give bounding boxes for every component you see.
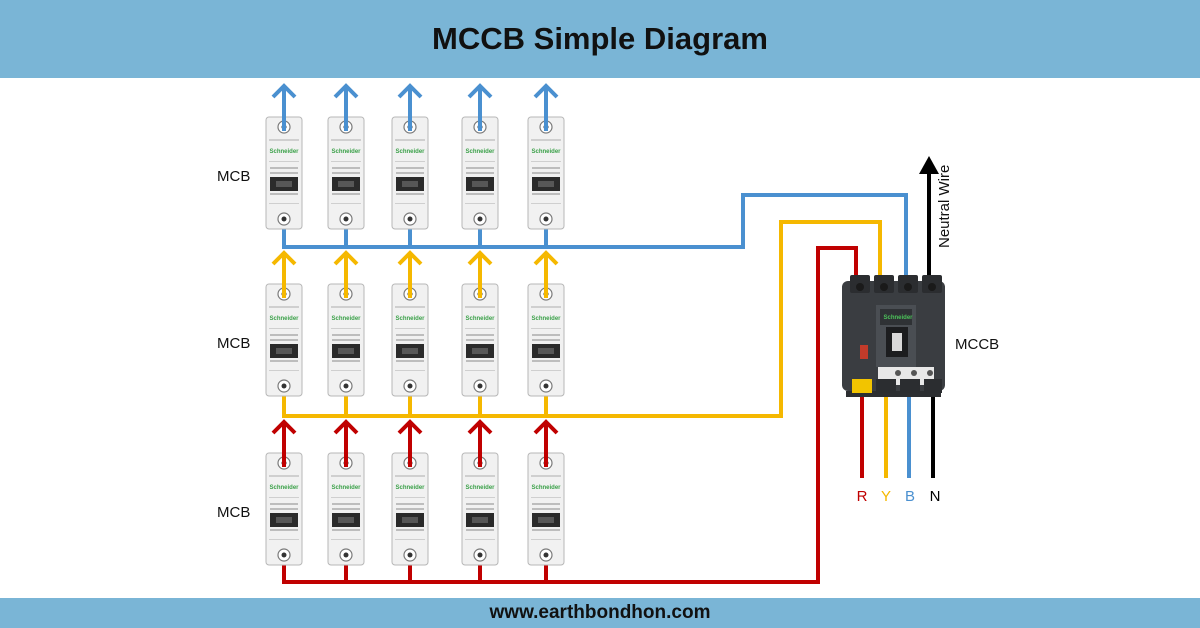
- mcb-body: [327, 452, 365, 566]
- website-url: www.earthbondhon.com: [489, 602, 711, 623]
- phase-label-n: N: [930, 488, 941, 505]
- mcb-label-row3: MCB: [217, 504, 250, 521]
- page-title: MCCB Simple Diagram: [432, 21, 768, 56]
- up-arrow-icon: [333, 419, 359, 435]
- phase-label-b: B: [905, 488, 915, 505]
- footer-band: www.earthbondhon.com: [0, 598, 1200, 628]
- mcb-brand-logo: Schneider: [465, 149, 495, 155]
- mcb-breaker-r1-c5: Schneider: [527, 83, 565, 230]
- up-arrow-icon: [467, 250, 493, 266]
- mcb-brand-logo: Schneider: [331, 485, 361, 491]
- mcb-body: [265, 452, 303, 566]
- mcb-brand-logo: Schneider: [395, 149, 425, 155]
- mcb-body: [265, 283, 303, 397]
- mccb-label: MCCB: [955, 336, 999, 353]
- mcb-body: [527, 116, 565, 230]
- bus-wiring: [282, 172, 935, 584]
- mcb-breaker-r2-c1: Schneider: [265, 250, 303, 397]
- mcb-breaker-r2-c3: Schneider: [391, 250, 429, 397]
- up-arrow-icon: [467, 419, 493, 435]
- up-arrow-icon: [397, 83, 423, 99]
- neutral-arrow-icon: [919, 156, 939, 174]
- mcb-body: [527, 452, 565, 566]
- mcb-breaker-r1-c3: Schneider: [391, 83, 429, 230]
- mcb-body: [461, 116, 499, 230]
- mcb-brand-logo: Schneider: [531, 316, 561, 322]
- mcb-breaker-r1-c1: Schneider: [265, 83, 303, 230]
- mcb-brand-logo: Schneider: [531, 485, 561, 491]
- up-arrow-icon: [271, 250, 297, 266]
- mcb-brand-logo: Schneider: [269, 316, 299, 322]
- mcb-body: [391, 116, 429, 230]
- up-arrow-icon: [271, 83, 297, 99]
- mcb-body: [327, 116, 365, 230]
- up-arrow-icon: [533, 250, 559, 266]
- mcb-breaker-r3-c1: Schneider: [265, 419, 303, 566]
- mcb-body: [327, 283, 365, 397]
- up-arrow-icon: [533, 419, 559, 435]
- header-band: MCCB Simple Diagram: [0, 0, 1200, 78]
- mcb-label-row1: MCB: [217, 168, 250, 185]
- mcb-body: [461, 283, 499, 397]
- up-arrow-icon: [397, 250, 423, 266]
- mcb-breaker-r3-c2: Schneider: [327, 419, 365, 566]
- up-arrow-icon: [333, 83, 359, 99]
- yellow-bus-wire: [282, 220, 882, 418]
- mcb-breaker-r1-c2: Schneider: [327, 83, 365, 230]
- mcb-brand-logo: Schneider: [531, 149, 561, 155]
- red-bus-wire: [282, 246, 858, 584]
- mcb-body: [527, 283, 565, 397]
- mcb-label-row2: MCB: [217, 335, 250, 352]
- up-arrow-icon: [533, 83, 559, 99]
- phase-label-y: Y: [881, 488, 891, 505]
- mcb-breaker-r3-c3: Schneider: [391, 419, 429, 566]
- mcb-body: [391, 452, 429, 566]
- mcb-brand-logo: Schneider: [395, 485, 425, 491]
- mcb-brand-logo: Schneider: [269, 149, 299, 155]
- phase-label-r: R: [857, 488, 868, 505]
- mcb-brand-logo: Schneider: [465, 485, 495, 491]
- mcb-brand-logo: Schneider: [331, 149, 361, 155]
- mcb-breaker-r2-c2: Schneider: [327, 250, 365, 397]
- mcb-brand-logo: Schneider: [331, 316, 361, 322]
- mcb-breaker-r3-c4: Schneider: [461, 419, 499, 566]
- mcb-breaker-r1-c4: Schneider: [461, 83, 499, 230]
- mcb-body: [391, 283, 429, 397]
- up-arrow-icon: [397, 419, 423, 435]
- blue-bus-wire: [282, 193, 908, 290]
- up-arrow-icon: [333, 250, 359, 266]
- up-arrow-icon: [271, 419, 297, 435]
- mcb-brand-logo: Schneider: [269, 485, 299, 491]
- mcb-breaker-r3-c5: Schneider: [527, 419, 565, 566]
- neutral-wire-label: Neutral Wire: [936, 165, 953, 248]
- mcb-breaker-r2-c5: Schneider: [527, 250, 565, 397]
- up-arrow-icon: [467, 83, 493, 99]
- mcb-breaker-r2-c4: Schneider: [461, 250, 499, 397]
- mcb-brand-logo: Schneider: [395, 316, 425, 322]
- mcb-body: [265, 116, 303, 230]
- mccb-brand-logo: Schneider: [883, 315, 913, 321]
- mcb-body: [461, 452, 499, 566]
- mccb-unit: Schneider: [842, 275, 945, 397]
- mcb-brand-logo: Schneider: [465, 316, 495, 322]
